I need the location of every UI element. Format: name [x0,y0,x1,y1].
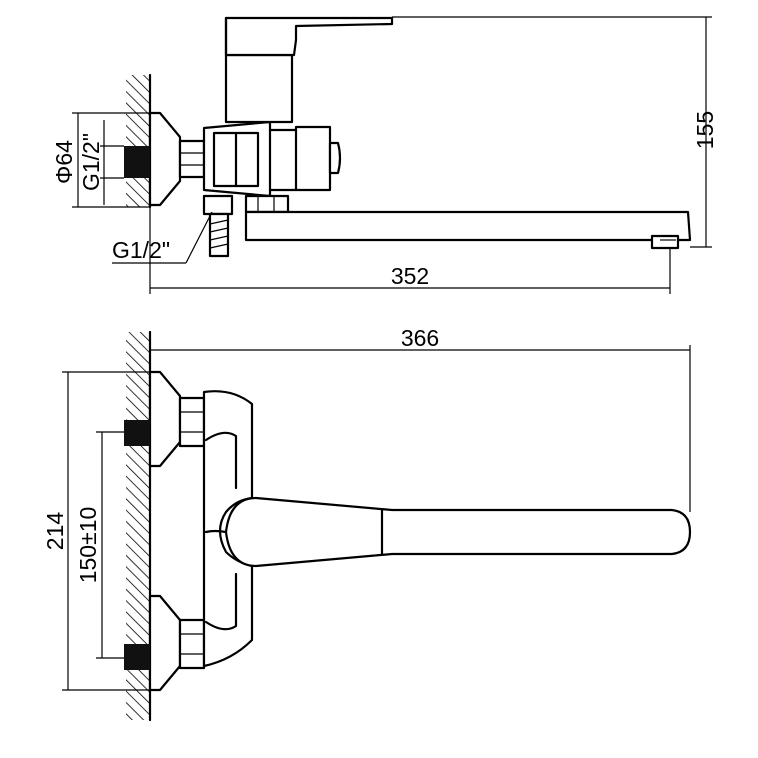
dim-g12-top: G1/2" [78,120,124,205]
bottom-lever-handle [224,496,692,568]
bottom-upper-inlet [124,420,150,446]
dim-366: 366 [150,325,691,512]
bottom-lower-nut [178,618,206,670]
dim-g12-outlet: G1/2" [112,211,213,264]
top-spout [244,210,692,242]
label-g12-outlet: G1/2" [112,237,170,263]
dim-phi64: Φ64 [51,112,150,208]
bottom-mixer-body [202,390,254,668]
bottom-lower-inlet [124,644,150,670]
dim-155: 155 [392,16,718,248]
top-inlet-stub [124,146,150,178]
label-366: 366 [401,325,439,351]
bottom-lower-flange [148,594,182,692]
bottom-upper-flange [148,370,182,468]
dim-214: 214 [42,371,150,691]
label-214: 214 [42,512,68,551]
dim-352: 352 [149,207,671,294]
label-g12-top: G1/2" [78,133,104,191]
top-wall-hatch [126,75,150,207]
top-flange [148,111,182,207]
top-view: 155 352 Φ64 G1/2" G1/2" [51,16,718,294]
top-diverter-cap [294,125,332,192]
label-phi64: Φ64 [51,140,77,184]
top-outlet-nut [202,194,234,216]
label-155: 155 [692,111,718,149]
bottom-upper-nut [178,396,206,448]
label-150: 150±10 [75,507,101,584]
bottom-view: 366 214 150±10 [42,325,692,722]
label-352: 352 [391,263,429,289]
dim-150: 150±10 [75,431,124,659]
top-cartridge-column [224,53,294,124]
top-hex-nut [178,139,206,179]
